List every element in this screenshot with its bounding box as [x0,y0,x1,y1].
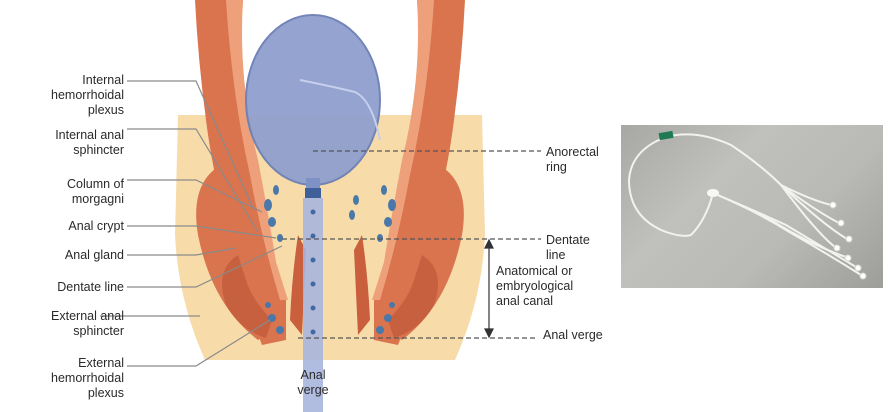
anal-canal-span-arrow [485,240,493,337]
label-dentate-line: Dentate line [0,280,124,295]
label-internal-anal-sphincter: Internal anal sphincter [0,128,124,158]
label-column-of-morgagni: Column of morgagni [0,177,124,207]
label-anal-crypt: Anal crypt [0,219,124,234]
label-external-hemorrhoidal-plexus: External hemorrhoidal plexus [0,356,124,401]
catheter-connector [305,188,321,198]
label-internal-hemorrhoidal-plexus: Internal hemorrhoidal plexus [0,73,124,118]
catheter-photo [621,125,883,288]
label-anal-verge-bottom: Anal verge [290,368,336,398]
label-dentate-line-right: Dentate line [546,233,590,263]
catheter-photo-drawing [621,125,883,288]
balloon [246,15,380,185]
label-anorectal-ring: Anorectal ring [546,145,599,175]
label-external-anal-sphincter: External anal sphincter [0,309,124,339]
label-anal-gland: Anal gland [0,248,124,263]
label-anal-verge-right: Anal verge [543,328,603,343]
label-anatomical-anal-canal: Anatomical or embryological anal canal [496,264,573,309]
